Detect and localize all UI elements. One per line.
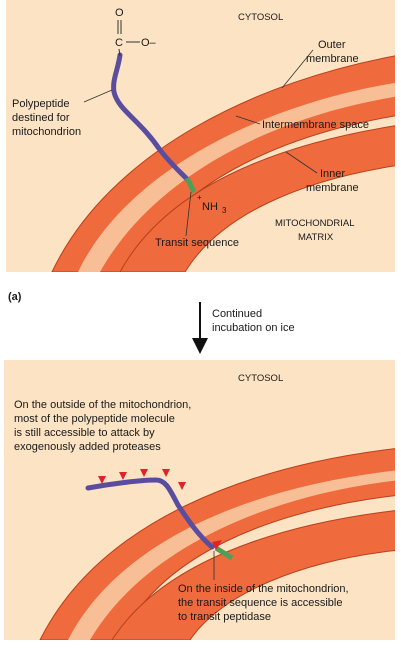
cytosol-label-a: CYTOSOL bbox=[238, 12, 283, 23]
polypeptide-leader bbox=[83, 89, 113, 103]
matrix-label-2: MATRIX bbox=[298, 232, 334, 243]
inner-membrane-band-b bbox=[111, 510, 395, 640]
outside-note-1: On the outside of the mitochondrion, bbox=[14, 399, 191, 411]
transit-sequence-segment bbox=[184, 176, 197, 194]
protease-marker bbox=[178, 482, 186, 490]
inside-note-3: to transit peptidase bbox=[178, 611, 271, 623]
intermembrane-space-band-b bbox=[68, 470, 395, 640]
outside-note-2: most of the polypeptide molecule bbox=[14, 413, 175, 425]
outer-membrane-leader bbox=[281, 49, 314, 89]
peptidase-marker bbox=[212, 540, 222, 550]
intermembrane-leader bbox=[235, 115, 261, 125]
protease-marker bbox=[119, 472, 127, 480]
outer-membrane-label-2: membrane bbox=[306, 53, 359, 65]
protease-marker bbox=[162, 469, 170, 477]
cytosol-label-b: CYTOSOL bbox=[238, 373, 283, 384]
inner-membrane-leader bbox=[285, 151, 318, 174]
polypeptide-label-3: mitochondrion bbox=[12, 126, 81, 138]
panel-a: O C O– CYTOSOL Outer membrane Intermembr… bbox=[6, 0, 395, 272]
inner-membrane-band bbox=[119, 125, 395, 272]
nh3-plus: + bbox=[197, 193, 202, 202]
nh3-main: NH bbox=[202, 201, 218, 213]
protease-marker bbox=[140, 469, 148, 477]
carboxyl-c-label: C bbox=[115, 37, 123, 49]
transition-caption-2: incubation on ice bbox=[212, 322, 295, 334]
inside-note-1: On the inside of the mitochondrion, bbox=[178, 583, 349, 595]
panel-a-label: (a) bbox=[8, 291, 22, 303]
transit-sequence-leader bbox=[185, 191, 192, 237]
transition-caption-1: Continued bbox=[212, 308, 262, 320]
intermembrane-space-band bbox=[78, 82, 395, 272]
panel-b: CYTOSOL On the outside of the mitochondr… bbox=[4, 360, 395, 640]
c-chain-bond bbox=[118, 48, 121, 57]
amino-terminus-label: + NH 3 bbox=[197, 193, 227, 215]
protease-markers bbox=[98, 469, 222, 550]
intermembrane-label: Intermembrane space bbox=[262, 119, 369, 131]
polypeptide-label-2: destined for bbox=[12, 112, 70, 124]
protease-marker bbox=[98, 476, 106, 484]
transition-arrow-group: Continued incubation on ice bbox=[192, 302, 295, 354]
carboxyl-o-label: O bbox=[115, 7, 124, 19]
outside-note-3: is still accessible to attack by bbox=[14, 427, 155, 439]
outside-note-4: exogenously added proteases bbox=[14, 441, 161, 453]
nh3-sub: 3 bbox=[222, 206, 227, 215]
carboxyl-ominus-label: O– bbox=[141, 37, 157, 49]
polypeptide-label-1: Polypeptide bbox=[12, 98, 70, 110]
transit-sequence-label: Transit sequence bbox=[155, 237, 239, 249]
inside-note-2: the transit sequence is accessible bbox=[178, 597, 342, 609]
inner-membrane-label-2: membrane bbox=[306, 182, 359, 194]
carboxyl-group: O C O– bbox=[115, 7, 157, 57]
inner-membrane-label-1: Inner bbox=[320, 168, 345, 180]
matrix-label-1: MITOCHONDRIAL bbox=[275, 218, 355, 229]
outer-membrane-label-1: Outer bbox=[318, 39, 346, 51]
transit-sequence-segment-b bbox=[214, 545, 234, 561]
polypeptide-chain bbox=[111, 52, 191, 183]
polypeptide-chain-b bbox=[85, 477, 215, 550]
